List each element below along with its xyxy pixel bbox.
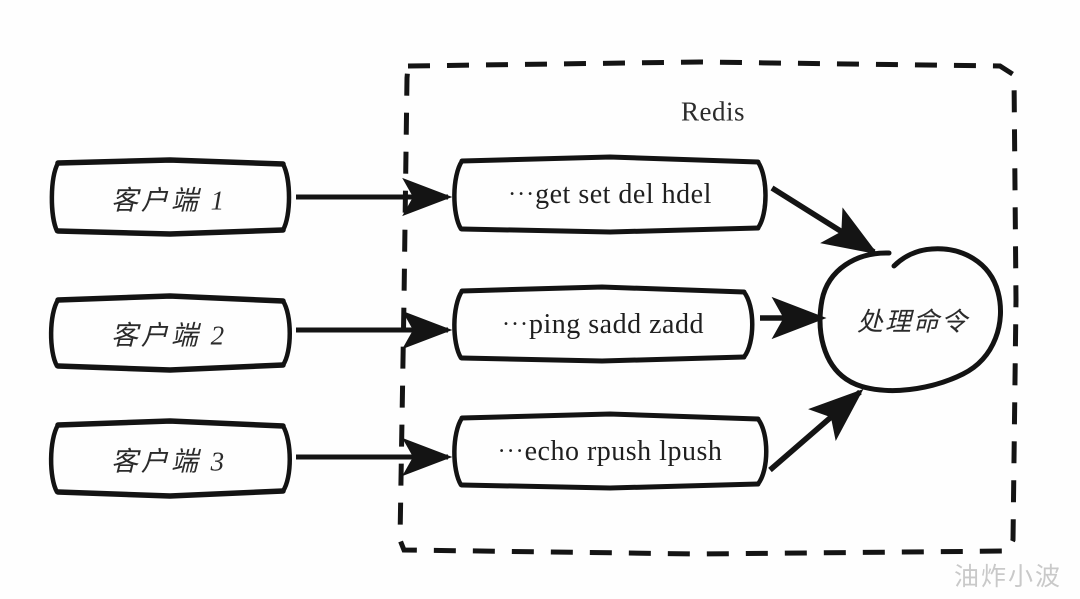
processor-blob-shape bbox=[817, 246, 1003, 394]
client-box-1-frame bbox=[49, 157, 292, 237]
arrow-commands1-to-processor bbox=[770, 185, 878, 255]
command-box-1-frame bbox=[452, 154, 768, 235]
client-box-3-frame bbox=[48, 418, 292, 499]
redis-region-border bbox=[397, 59, 1019, 557]
watermark: 油炸小波 bbox=[953, 562, 1062, 591]
command-box-2-frame bbox=[452, 284, 755, 364]
command-box-3-frame bbox=[452, 411, 769, 491]
client-box-2-frame bbox=[48, 293, 292, 373]
arrow-commands3-to-processor bbox=[768, 388, 864, 473]
